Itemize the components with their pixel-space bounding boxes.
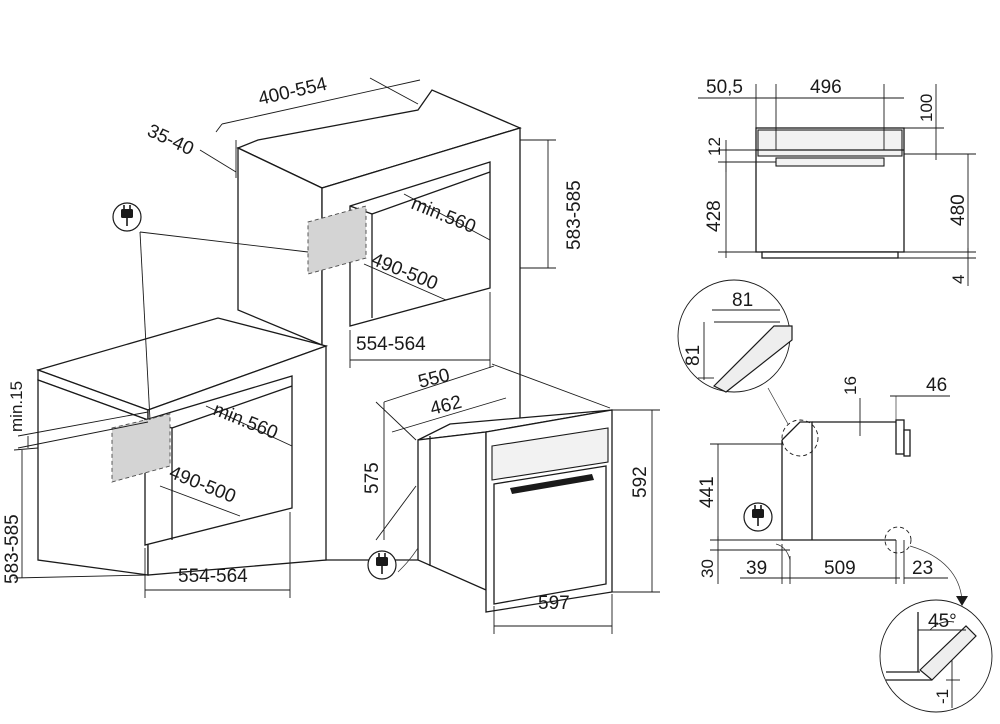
side-base-label: 30	[698, 559, 717, 578]
hinge-detail: 45° -1	[879, 599, 993, 713]
oven-3d	[397, 409, 613, 613]
top-section-dimensions: 50,5 496 100 12 428 480 4	[698, 77, 976, 286]
under-clearance-label: min.15	[7, 381, 26, 432]
side-door-label: 46	[926, 375, 947, 396]
under-height-label: 583-585	[2, 514, 23, 584]
corner-x-label: 81	[732, 290, 753, 311]
top-total-height-label: 480	[948, 194, 969, 226]
socket-recess	[307, 205, 367, 275]
tall-height-label: 583-585	[564, 180, 585, 250]
tall-width-label: 554-564	[356, 334, 426, 355]
power-plug-icon	[367, 550, 397, 580]
top-width-label: 496	[810, 77, 842, 98]
top-section-view	[755, 127, 905, 259]
oven-body-height-label: 575	[362, 462, 383, 494]
corner-detail: 81 81	[677, 279, 819, 457]
tall-depth-label: 400-554	[256, 74, 329, 110]
side-depth-label: 509	[824, 558, 856, 579]
under-width-label: 554-564	[178, 566, 248, 587]
side-rear-label: 23	[912, 558, 933, 579]
top-gap-label: 100	[917, 94, 936, 122]
power-plug-icon	[112, 202, 142, 232]
under-counter-cabinet	[35, 317, 329, 576]
plug-callouts	[139, 231, 309, 421]
hinge-angle-label: 45°	[928, 611, 957, 632]
tall-cabinet	[236, 89, 522, 561]
hinge-offset-label: -1	[933, 689, 952, 704]
power-plug-icon	[743, 502, 773, 532]
socket-recess	[111, 413, 171, 483]
side-height-label: 441	[697, 476, 718, 508]
corner-y-label: 81	[683, 345, 704, 366]
side-section-dimensions: 16 46 441 30 39 509 23	[697, 375, 968, 606]
top-foot-label: 4	[949, 275, 968, 284]
side-section-view	[781, 396, 911, 541]
oven-total-height-label: 592	[630, 466, 651, 498]
oven-width-label: 597	[538, 593, 570, 614]
side-top-label: 16	[841, 376, 860, 395]
tall-back-gap-label: 35-40	[144, 120, 197, 160]
top-offset-label: 50,5	[706, 77, 743, 98]
top-panel-height-label: 12	[705, 137, 724, 156]
side-front-label: 39	[746, 558, 767, 579]
top-body-height-label: 428	[704, 200, 725, 232]
